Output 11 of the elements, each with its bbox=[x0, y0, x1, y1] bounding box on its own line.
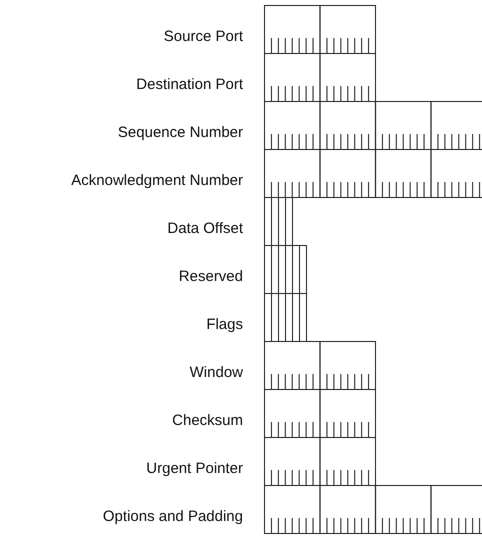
field-label: Reserved bbox=[178, 268, 243, 286]
field-label: Window bbox=[190, 364, 243, 382]
field-label: Destination Port bbox=[136, 76, 243, 94]
field-label: Options and Padding bbox=[102, 508, 243, 526]
field-label: Sequence Number bbox=[118, 124, 243, 142]
field-label: Data Offset bbox=[167, 220, 243, 238]
field-label: Checksum bbox=[172, 412, 243, 430]
field-label: Urgent Pointer bbox=[146, 460, 243, 478]
field-label: Acknowledgment Number bbox=[71, 172, 243, 190]
field-label: Source Port bbox=[164, 28, 243, 46]
field-label: Flags bbox=[206, 316, 243, 334]
